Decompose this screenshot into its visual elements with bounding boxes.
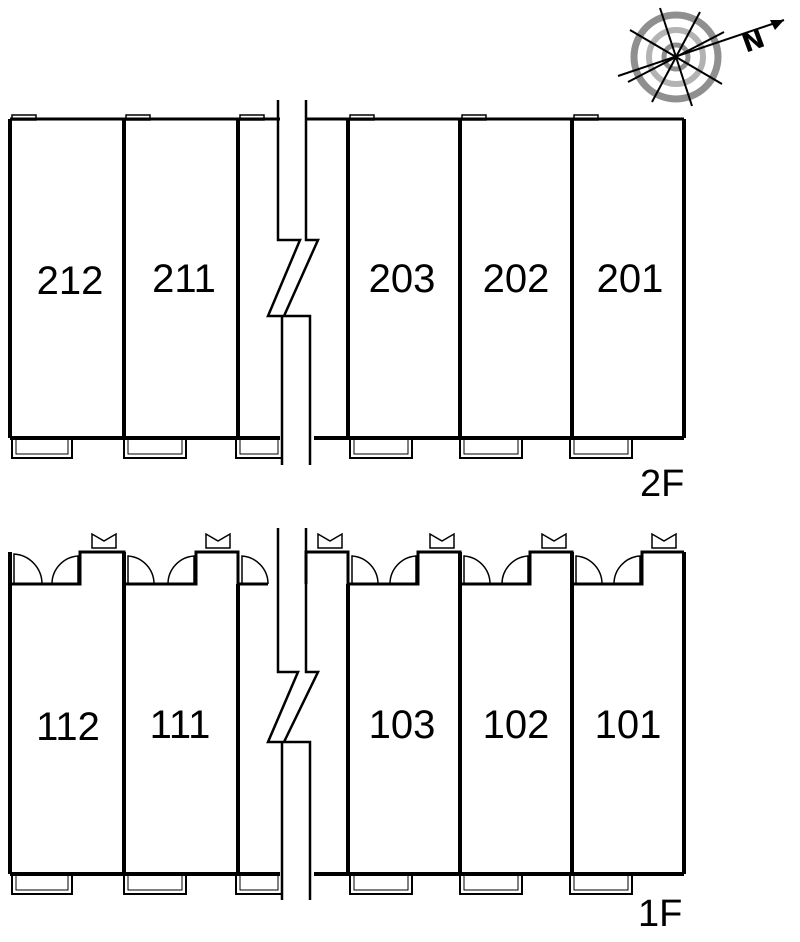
- floor-label-1f: 1F: [638, 893, 682, 935]
- unit-labels-2f: 212 211 203 202 201 2F: [37, 257, 685, 505]
- unit-labels-1f: 112 111 103 102 101 1F: [36, 703, 682, 935]
- unit-101: 101: [595, 703, 662, 747]
- unit-212: 212: [37, 259, 104, 303]
- unit-111: 111: [150, 703, 211, 747]
- unit-112: 112: [36, 705, 100, 749]
- unit-103: 103: [369, 703, 436, 747]
- unit-203: 203: [369, 257, 436, 301]
- unit-201: 201: [597, 257, 664, 301]
- unit-211: 211: [152, 257, 216, 301]
- floor-label-2f: 2F: [640, 463, 684, 505]
- unit-102: 102: [483, 703, 550, 747]
- unit-202: 202: [483, 257, 550, 301]
- compass-icon: N: [617, 7, 785, 107]
- floor-1f: [8, 528, 686, 900]
- compass-north-label: N: [738, 24, 769, 60]
- floor-2f: [8, 100, 686, 465]
